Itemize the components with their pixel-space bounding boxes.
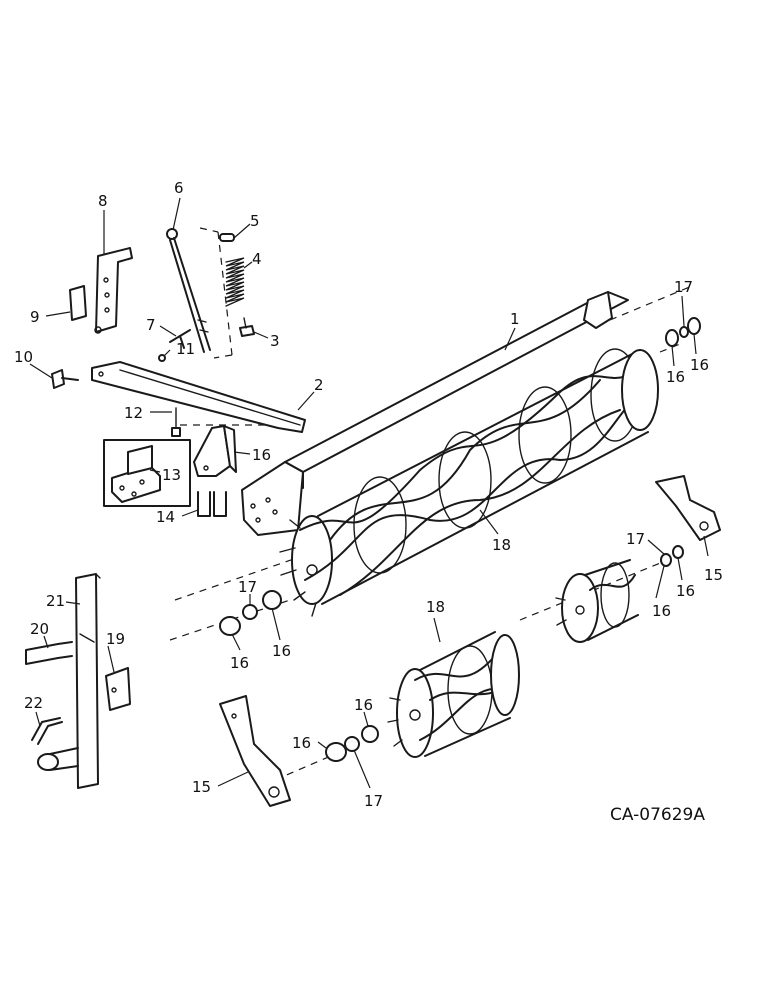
callout-14: 14 bbox=[156, 508, 175, 526]
pin-7 bbox=[169, 329, 191, 349]
callout-9: 9 bbox=[30, 308, 40, 326]
callout-1: 1 bbox=[510, 310, 520, 328]
handle-10 bbox=[51, 369, 79, 389]
leader-lines bbox=[29, 197, 709, 789]
callout-18-long: 18 bbox=[492, 536, 511, 554]
callouts: 6 8 5 4 3 7 9 10 11 1 2 12 16 13 14 18 1… bbox=[14, 179, 723, 825]
callout-16-right-a: 16 bbox=[652, 602, 671, 620]
bolt-11 bbox=[158, 354, 166, 362]
callout-20: 20 bbox=[30, 620, 49, 638]
plate-9 bbox=[69, 285, 87, 321]
callout-18-short: 18 bbox=[426, 598, 445, 616]
callout-16-top-a: 16 bbox=[666, 368, 685, 386]
right-roller bbox=[555, 559, 639, 643]
callout-16-bottom-a: 16 bbox=[292, 734, 311, 752]
callout-19: 19 bbox=[106, 630, 125, 648]
bracket-23 bbox=[193, 425, 237, 477]
callout-4: 4 bbox=[252, 250, 262, 268]
callout-10: 10 bbox=[14, 348, 33, 366]
callout-6: 6 bbox=[174, 179, 184, 197]
callout-23: 16 bbox=[252, 446, 271, 464]
pin bbox=[219, 233, 235, 242]
callout-15-right: 15 bbox=[704, 566, 723, 584]
long-cage-roller bbox=[279, 348, 659, 617]
callout-16-right-b: 16 bbox=[676, 582, 695, 600]
callout-16-top-b: 16 bbox=[690, 356, 709, 374]
callout-16-left-a: 16 bbox=[230, 654, 249, 672]
callout-11: 11 bbox=[176, 340, 195, 358]
callout-12: 12 bbox=[124, 404, 143, 422]
callout-7: 7 bbox=[146, 316, 156, 334]
callout-3: 3 bbox=[270, 332, 280, 350]
nut bbox=[239, 317, 255, 337]
callout-16-left-b: 16 bbox=[272, 642, 291, 660]
callout-22: 22 bbox=[24, 694, 43, 712]
callout-15-left: 15 bbox=[192, 778, 211, 796]
support-arm bbox=[91, 361, 306, 433]
bracket-8 bbox=[94, 247, 133, 334]
callout-2: 2 bbox=[314, 376, 324, 394]
callout-5: 5 bbox=[250, 212, 260, 230]
bracket-19 bbox=[105, 667, 131, 711]
mount-plate-left bbox=[219, 695, 291, 807]
callout-13: 13 bbox=[162, 466, 181, 484]
u-bolt-20 bbox=[25, 641, 73, 665]
callout-17-left: 17 bbox=[238, 578, 257, 596]
callout-21: 21 bbox=[46, 592, 65, 610]
frame-bar bbox=[241, 291, 629, 536]
mount-plate-right bbox=[655, 475, 721, 541]
reference-code: CA-07629A bbox=[610, 805, 705, 825]
pin-22 bbox=[31, 717, 63, 745]
callout-17-bottom: 17 bbox=[364, 792, 383, 810]
bolt-12 bbox=[171, 407, 181, 437]
bearings bbox=[219, 317, 701, 762]
adjusting-rod bbox=[166, 228, 211, 353]
callout-16-bottom-b: 16 bbox=[354, 696, 373, 714]
spring bbox=[225, 257, 245, 307]
u-bolts-14 bbox=[197, 491, 227, 517]
callout-8: 8 bbox=[98, 192, 108, 210]
bracket-13-box bbox=[103, 439, 191, 507]
callout-17-top: 17 bbox=[674, 278, 693, 296]
short-cage-roller bbox=[387, 631, 520, 758]
callout-17-right: 17 bbox=[626, 530, 645, 548]
post-21 bbox=[37, 573, 101, 789]
